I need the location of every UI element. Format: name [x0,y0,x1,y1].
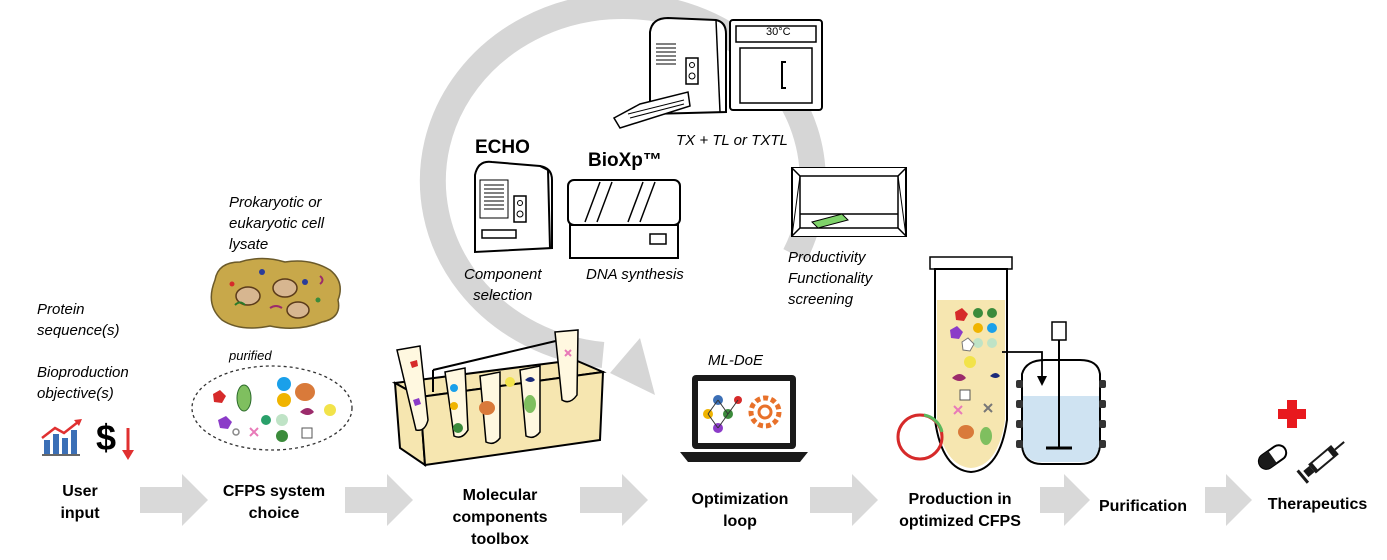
pill-icon [1257,444,1288,470]
flow-arrow [580,474,648,526]
echo-label: ECHO [475,137,530,158]
incubator-temp-label: 30°C [766,26,791,38]
flow-arrow [140,474,208,526]
chart-up-icon [41,419,82,456]
dollar-icon: $ [96,417,117,458]
toolbox-icon [391,329,607,467]
down-arrow-icon [122,428,134,460]
stage-purification: Purification [1098,498,1187,515]
flow-arrow [1205,474,1252,526]
medical-cross-icon [1278,400,1306,428]
echo-machine-icon [474,160,553,254]
dna-synthesis-label: DNA synthesis [586,266,684,283]
stage-therapeutics: Therapeutics [1267,496,1368,513]
liquid-handler-icon [612,16,727,129]
flow-arrows [140,474,1252,526]
bioxp-machine-icon [567,179,681,259]
component-selection-label: Component selection [464,266,542,304]
txtl-label: TX + TL or TXTL [676,132,788,149]
flow-arrow [810,474,878,526]
flow-arrow [345,474,413,526]
plate-reader-icon [791,167,907,237]
bioproduction-objective-label: Bioproduction objective(s) [37,364,129,402]
laptop-icon [680,375,808,462]
protein-sequence-label: Protein sequence(s) [37,301,120,339]
bioreactor-icon [1002,321,1106,465]
screening-label: Productivity Functionality screening [788,249,873,308]
purified-components-icon [191,365,353,451]
bioxp-label: BioXp™ [588,150,662,171]
flow-arrow [1040,474,1090,526]
ml-doe-label: ML-DoE [708,352,764,369]
optimization-loop-arrow [419,0,826,395]
lysate-label: Prokaryotic or eukaryotic cell lysate [229,194,325,253]
lysate-icon [210,257,341,329]
syringe-icon [1296,441,1345,484]
plasmid-icon [896,413,944,461]
incubator-icon [729,19,823,111]
production-tube-icon [929,256,1013,474]
purified-label: purified [229,348,272,363]
